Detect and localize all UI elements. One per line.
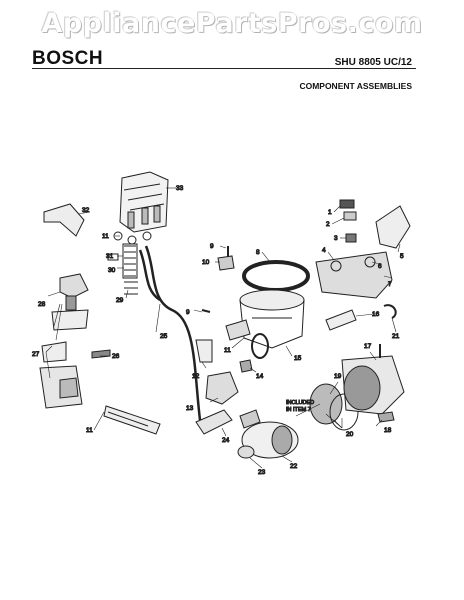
model-number: SHU 8805 UC/12 <box>334 57 412 68</box>
callout-27: 27 <box>32 351 40 358</box>
part-13-valve <box>205 371 239 405</box>
part-29-spring <box>124 281 138 295</box>
callout-1: 1 <box>328 209 332 216</box>
part-23-cap <box>237 445 255 459</box>
callout-11-low: 11 <box>86 427 93 434</box>
callout-8: 8 <box>256 249 260 256</box>
part-31-clip <box>107 253 119 261</box>
part-19-seal <box>309 383 343 425</box>
note-in-item-7: IN ITEM 7 <box>286 407 311 413</box>
part-11-rings <box>113 231 152 245</box>
callout-2: 2 <box>326 221 330 228</box>
header-rule <box>32 68 416 69</box>
brand-logo: BOSCH <box>32 48 104 69</box>
callout-31: 31 <box>106 253 114 260</box>
part-16-pipe <box>325 309 357 331</box>
part-21-clamp <box>383 304 397 319</box>
site-watermark: AppliancePartsPros.com <box>41 8 423 39</box>
part-9-screw-b <box>201 309 211 313</box>
part-14-clip <box>239 359 253 373</box>
part-2-block <box>343 211 357 221</box>
callout-10: 10 <box>202 259 210 266</box>
callout-6: 6 <box>378 263 382 270</box>
part-33-bracket <box>119 171 169 233</box>
part-1-block <box>339 199 355 209</box>
callout-25: 25 <box>160 333 168 340</box>
hose-branch <box>138 249 161 302</box>
callout-7: 7 <box>388 281 392 288</box>
part-32-clip <box>43 203 85 237</box>
callout-9-mid: 9 <box>186 309 190 316</box>
part-30-spring <box>122 243 138 279</box>
callout-5: 5 <box>400 253 404 260</box>
part-18-clip <box>377 411 395 423</box>
callout-28: 28 <box>38 301 46 308</box>
callout-17: 17 <box>364 343 372 350</box>
part-4-ring <box>330 260 342 272</box>
callout-11-top: 11 <box>102 233 109 240</box>
part-12-bracket <box>195 339 213 363</box>
callout-20: 20 <box>346 431 354 438</box>
part-8-gasket <box>242 260 310 292</box>
callout-30: 30 <box>108 267 116 274</box>
part-10-bracket <box>217 255 235 271</box>
callout-11-mid: 11 <box>224 347 231 354</box>
callout-9-top: 9 <box>210 243 214 250</box>
callout-19: 19 <box>334 373 342 380</box>
part-15-sump <box>239 289 305 349</box>
part-17-motor <box>341 344 405 415</box>
callout-26: 26 <box>112 353 120 360</box>
part-3-block <box>345 233 357 243</box>
callout-22: 22 <box>290 463 298 470</box>
part-26-sensor <box>91 349 111 359</box>
callout-3: 3 <box>334 235 338 242</box>
callout-21: 21 <box>392 333 400 340</box>
callout-labels: 1 2 3 4 5 6 7 8 9 9 10 11 11 11 12 13 14… <box>32 185 405 477</box>
part-27-assembly <box>39 341 83 409</box>
part-21-impeller <box>239 409 261 429</box>
part-20-ring <box>329 393 359 431</box>
callout-24: 24 <box>222 437 230 444</box>
leader-lines <box>45 187 401 469</box>
hose-rib <box>107 411 149 427</box>
callout-29: 29 <box>116 297 124 304</box>
callout-12: 12 <box>192 373 200 380</box>
part-22-housing <box>241 421 299 459</box>
part-7-valve-assembly <box>315 251 393 299</box>
callout-14: 14 <box>256 373 264 380</box>
callout-23: 23 <box>258 469 266 476</box>
callout-13: 13 <box>186 405 194 412</box>
note-included: INCLUDED <box>286 400 314 406</box>
callout-18: 18 <box>384 427 392 434</box>
section-title: COMPONENT ASSEMBLIES <box>299 81 412 91</box>
callout-32: 32 <box>82 207 90 214</box>
part-25-hose <box>144 245 202 421</box>
callout-16: 16 <box>372 311 380 318</box>
part-24-hose <box>195 409 233 435</box>
callout-15: 15 <box>294 355 302 362</box>
part-28-valve <box>51 273 89 331</box>
callout-33: 33 <box>176 185 184 192</box>
callout-4: 4 <box>322 247 326 254</box>
part-11-elbow <box>225 319 269 359</box>
part-6-ring <box>364 256 376 268</box>
part-5-cover <box>375 205 411 249</box>
